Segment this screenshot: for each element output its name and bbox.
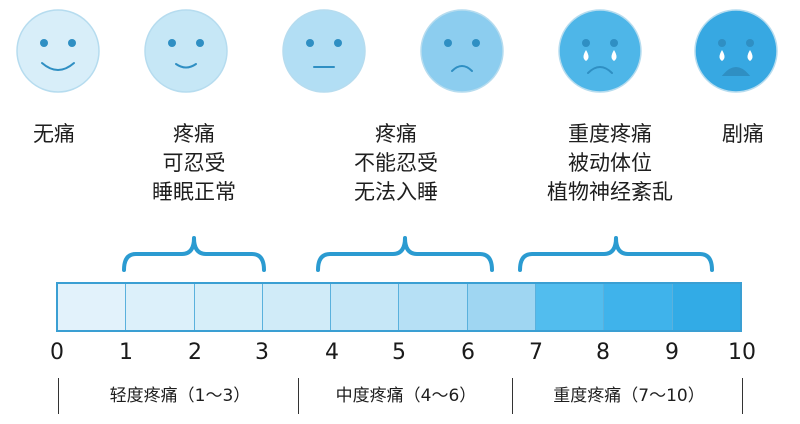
- tick-label: 8: [596, 340, 610, 365]
- desc-extreme: 剧痛: [708, 120, 778, 149]
- scale-cell: [331, 284, 400, 330]
- range-divider: [512, 378, 513, 414]
- face-circle: [16, 9, 100, 93]
- neutral-face-icon: [280, 7, 368, 95]
- left-eye: [168, 39, 176, 47]
- desc-line: 无法入睡: [354, 180, 438, 204]
- tear: [719, 50, 725, 61]
- range-severe-label: 重度疼痛（7～10）: [553, 386, 705, 406]
- right-eye: [472, 39, 480, 47]
- right-eye: [610, 39, 618, 47]
- desc-line: 剧痛: [722, 122, 764, 146]
- brace-svg: [316, 236, 494, 272]
- range-divider: [298, 378, 299, 414]
- face-svg: [144, 9, 228, 93]
- tick-label: 9: [665, 340, 679, 365]
- tick-label: 5: [392, 340, 406, 365]
- face-circle: [144, 9, 228, 93]
- scale-cell: [58, 284, 127, 330]
- tick-label: 6: [461, 340, 475, 365]
- pain-scale-bar: [56, 282, 742, 332]
- desc-line: 重度疼痛: [568, 122, 652, 146]
- slight-smile-face-icon: [142, 7, 230, 95]
- desc-line: 可忍受: [162, 151, 226, 175]
- desc-line: 疼痛: [375, 122, 417, 146]
- tick-label: 7: [529, 340, 543, 365]
- right-eye: [68, 39, 76, 47]
- right-eye: [334, 39, 342, 47]
- brace-svg: [122, 236, 266, 272]
- face-svg: [420, 9, 504, 93]
- desc-line: 被动体位: [568, 151, 652, 175]
- brace-path: [316, 236, 494, 272]
- tick-label: 1: [119, 340, 133, 365]
- face-circle: [282, 9, 366, 93]
- crying-face-icon: [556, 7, 644, 95]
- desc-line: 疼痛: [173, 122, 215, 146]
- desc-mild: 疼痛 可忍受 睡眠正常: [124, 120, 264, 207]
- face-circle: [558, 9, 642, 93]
- mouth: [451, 65, 473, 72]
- brace-severe: [518, 234, 714, 274]
- tick-label: 10: [728, 340, 756, 365]
- mouth: [175, 63, 197, 69]
- smile-face-icon: [14, 7, 102, 95]
- range-mild-label: 轻度疼痛（1～3）: [109, 386, 251, 406]
- desc-line: 睡眠正常: [152, 180, 236, 204]
- crying-open-mouth-face-icon: [692, 7, 780, 95]
- brace-svg: [518, 236, 714, 272]
- face-svg: [558, 9, 642, 93]
- left-eye: [718, 39, 726, 47]
- desc-no-pain: 无痛: [24, 120, 84, 149]
- desc-line: 不能忍受: [354, 151, 438, 175]
- right-eye: [196, 39, 204, 47]
- tick-label: 2: [188, 340, 202, 365]
- scale-cell: [126, 284, 195, 330]
- mouth: [721, 67, 751, 76]
- left-eye: [306, 39, 314, 47]
- brace-moderate: [316, 234, 494, 274]
- left-eye: [40, 39, 48, 47]
- tear: [611, 50, 617, 61]
- left-eye: [582, 39, 590, 47]
- desc-line: 无痛: [33, 122, 75, 146]
- scale-cell: [194, 284, 263, 330]
- tick-label: 0: [50, 340, 64, 365]
- right-eye: [746, 39, 754, 47]
- scale-cell: [262, 284, 332, 330]
- desc-severe: 重度疼痛 被动体位 植物神经紊乱: [520, 120, 700, 207]
- face-svg: [16, 9, 100, 93]
- face-circle: [694, 9, 778, 93]
- desc-line: 植物神经紊乱: [547, 180, 673, 204]
- range-divider: [742, 378, 743, 414]
- tick-label: 4: [325, 340, 339, 365]
- range-divider: [58, 378, 59, 414]
- scale-cell: [399, 284, 468, 330]
- scale-cell: [536, 284, 605, 330]
- left-eye: [444, 39, 452, 47]
- mouth: [41, 62, 75, 71]
- desc-moderate: 疼痛 不能忍受 无法入睡: [326, 120, 466, 207]
- scale-cell: [672, 284, 740, 330]
- face-svg: [282, 9, 366, 93]
- frown-face-icon: [418, 7, 506, 95]
- tear: [747, 50, 753, 61]
- brace-mild: [122, 234, 266, 274]
- brace-path: [518, 236, 714, 272]
- scale-cell: [604, 284, 673, 330]
- scale-cell: [467, 284, 537, 330]
- range-moderate-label: 中度疼痛（4～6）: [335, 386, 477, 406]
- face-svg: [694, 9, 778, 93]
- brace-path: [122, 236, 266, 272]
- tick-label: 3: [255, 340, 269, 365]
- mouth: [587, 66, 613, 74]
- tear: [583, 50, 589, 61]
- face-circle: [420, 9, 504, 93]
